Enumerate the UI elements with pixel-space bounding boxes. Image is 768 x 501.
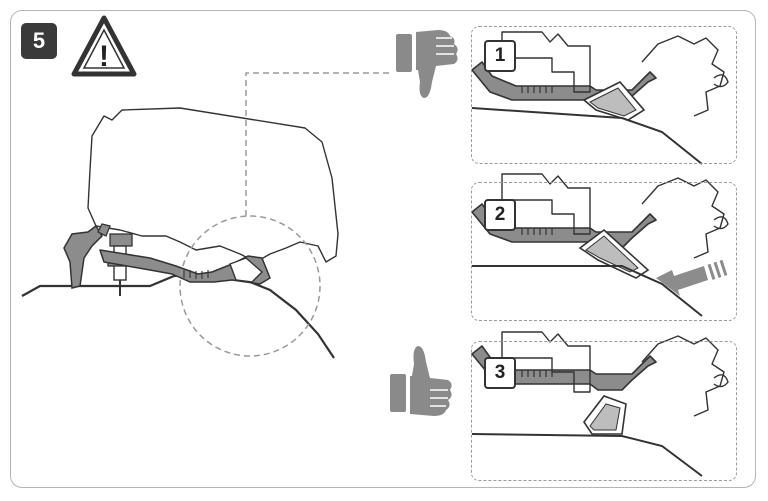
thumbs-up-icon xyxy=(390,346,452,416)
panel-2 xyxy=(471,182,737,321)
panel-3-drawing xyxy=(471,331,729,477)
thumbs-down-icon xyxy=(396,30,458,98)
warning-symbol: ! xyxy=(99,40,109,73)
vehicle-roof-drawing xyxy=(21,72,390,359)
panel-2-drawing xyxy=(471,173,729,317)
panel-1-drawing xyxy=(471,31,729,165)
panel-1-number: 1 xyxy=(484,40,516,72)
warning-icon: ! xyxy=(71,15,137,77)
panel-3-number: 3 xyxy=(484,357,516,389)
panel-3 xyxy=(471,341,737,481)
panel-1 xyxy=(471,26,737,164)
panel-2-number: 2 xyxy=(484,199,516,231)
step-number-badge: 5 xyxy=(21,23,57,59)
